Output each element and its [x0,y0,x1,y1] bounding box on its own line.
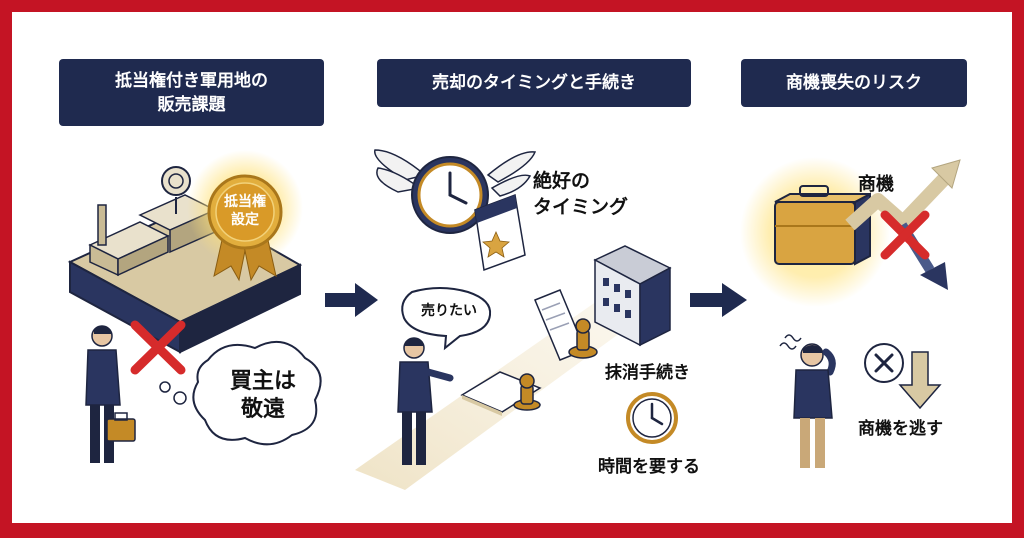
briefcase-icon [106,412,136,442]
mortgage-badge-label: 抵当権 設定 [210,193,280,229]
document-icon [534,289,586,361]
cross-icon [130,320,186,375]
timing-line: タイミング [533,196,629,218]
businessman-icon [397,337,454,465]
header-timing-procedure: 売却のタイミングと手続き [377,59,691,107]
good-timing-label: 絶好の タイミング [533,168,628,220]
header-opportunity-loss: 商機喪失のリスク [741,59,967,107]
header-line: 商機喪失のリスク [786,73,922,93]
stamp-icon [568,318,598,359]
miss-opportunity-label: 商機を逃す [858,419,943,439]
arrow-right-icon [690,283,747,317]
medal-icon [187,150,303,282]
header-line: 抵当権付き軍用地の [115,70,268,91]
bubble-line: 買主は [229,369,296,394]
radar-icon [161,166,191,214]
worried-man-icon [779,334,836,468]
header-line: 売却のタイミングと手続き [432,73,636,93]
businessman-icon [85,325,121,463]
stamp-icon [513,373,541,411]
arrow-right-icon [325,283,378,317]
badge-line: 抵当権 [224,194,266,210]
x-mark-bubble [864,343,904,383]
cross-icon [880,210,930,260]
winged-clock-icon [374,149,537,234]
buyers-avoid-label: 買主は 敬遠 [222,368,304,424]
thought-bubble [159,340,322,446]
want-to-sell-label: 売りたい [421,303,477,319]
building-icon [593,245,672,347]
calendar-icon [474,193,526,272]
opportunity-label: 商機 [858,174,894,195]
cancellation-label: 抹消手続き [605,363,690,383]
header-mortgage-land-issue: 抵当権付き軍用地の 販売課題 [59,59,324,126]
briefcase-icon [740,157,890,307]
speech-bubble [401,287,492,351]
timing-line: 絶好の [533,170,591,192]
down-arrow-icon [898,351,942,410]
takes-time-label: 時間を要する [598,457,700,477]
header-line: 販売課題 [157,94,226,115]
badge-line: 設定 [231,212,259,228]
clock-icon [626,392,678,444]
bubble-line: 敬遠 [240,397,285,422]
